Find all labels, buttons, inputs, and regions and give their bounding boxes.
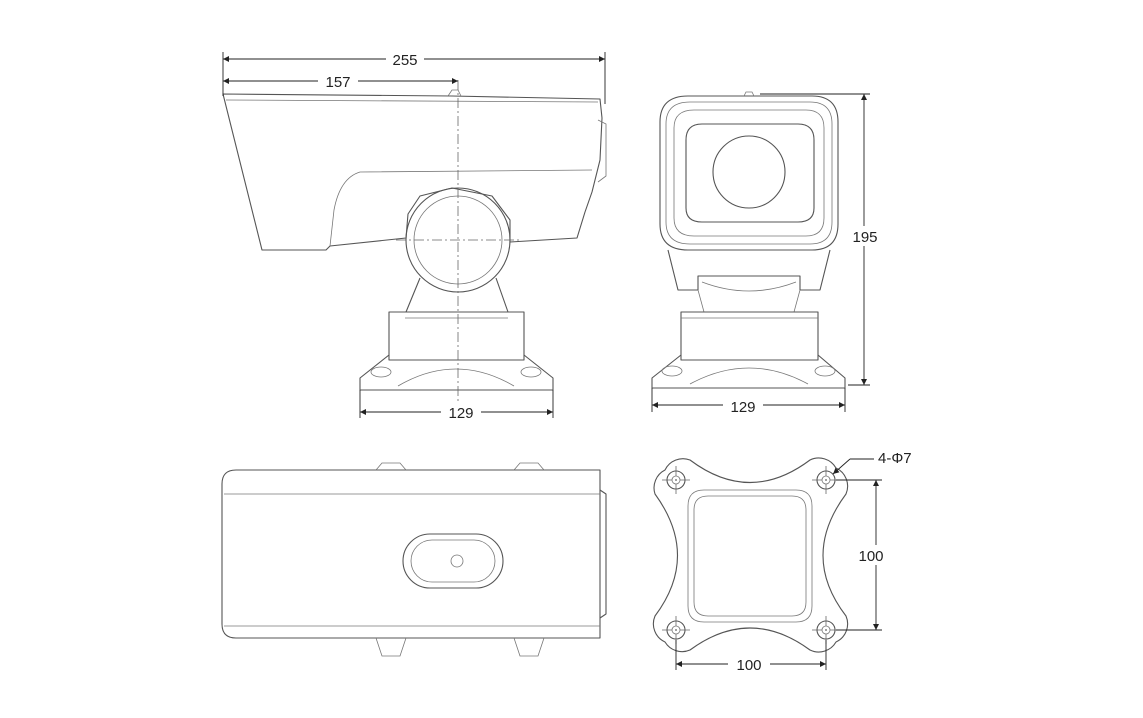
side-view-housing-inner-edge <box>329 169 593 247</box>
base-view-opening <box>687 489 813 623</box>
top-view-pivot-slot-inner <box>410 539 496 583</box>
hole-spec-label: 4-Φ7 <box>878 450 912 467</box>
front-view-base-hole-right <box>814 365 836 377</box>
base-view-dimensions: 4-Φ7 100 100 <box>675 450 912 674</box>
side-view-dimensions: 255 157 129 <box>222 49 606 422</box>
base-view-plate <box>652 457 849 653</box>
top-view-pivot-hole <box>450 554 464 568</box>
top-view-tab-top-right <box>513 462 545 471</box>
side-view-base-collar <box>388 311 525 361</box>
dim-hole-vertical-label: 100 <box>858 548 883 565</box>
front-view-lens <box>712 135 786 209</box>
dim-front-base-width-label: 129 <box>730 399 755 416</box>
front-view-base-collar <box>680 311 819 361</box>
top-view-lens-ring <box>599 489 607 619</box>
front-view-bracket <box>667 249 831 291</box>
side-view-housing <box>222 93 603 251</box>
top-view <box>221 462 607 657</box>
hole-callout-leader <box>832 458 851 475</box>
base-view <box>652 457 849 653</box>
dim-overall-length-label: 255 <box>392 52 417 69</box>
side-view-neck <box>405 277 509 313</box>
base-view-mount-holes <box>662 466 840 644</box>
dim-pivot-offset-label: 157 <box>325 74 350 91</box>
side-view <box>222 80 607 402</box>
side-view-base-flange <box>359 354 554 391</box>
front-view-housing-outer <box>659 95 839 251</box>
top-view-tab-top-left <box>375 462 407 471</box>
base-view-opening-inner <box>693 495 807 617</box>
top-view-pivot-slot <box>402 533 504 589</box>
front-view-window <box>685 123 815 223</box>
top-view-tab-bottom-right <box>513 637 545 657</box>
front-view-base-flange <box>651 354 846 389</box>
side-view-housing-visor-line <box>225 99 599 103</box>
side-view-base-hole-left <box>370 366 392 378</box>
top-view-housing <box>221 469 601 639</box>
dim-hole-horizontal-label: 100 <box>736 657 761 674</box>
top-view-tab-bottom-left <box>375 637 407 657</box>
front-view-base-flange-arc <box>689 367 809 385</box>
front-view-housing-inner-1 <box>665 101 833 245</box>
front-view-dimensions: 195 129 <box>651 93 884 416</box>
front-view-top-bump <box>743 91 755 97</box>
front-view-bracket-neck <box>697 281 801 313</box>
side-view-lens-ring <box>597 119 607 183</box>
dim-front-height-label: 195 <box>852 229 877 246</box>
front-view-base-hole-left <box>661 365 683 377</box>
front-view-housing-inner-2 <box>673 109 825 237</box>
dim-side-base-width-label: 129 <box>448 405 473 422</box>
side-view-top-bump <box>447 89 462 97</box>
side-view-base-flange-arc <box>397 368 515 387</box>
side-view-base-hole-right <box>520 366 542 378</box>
front-view <box>651 91 846 389</box>
